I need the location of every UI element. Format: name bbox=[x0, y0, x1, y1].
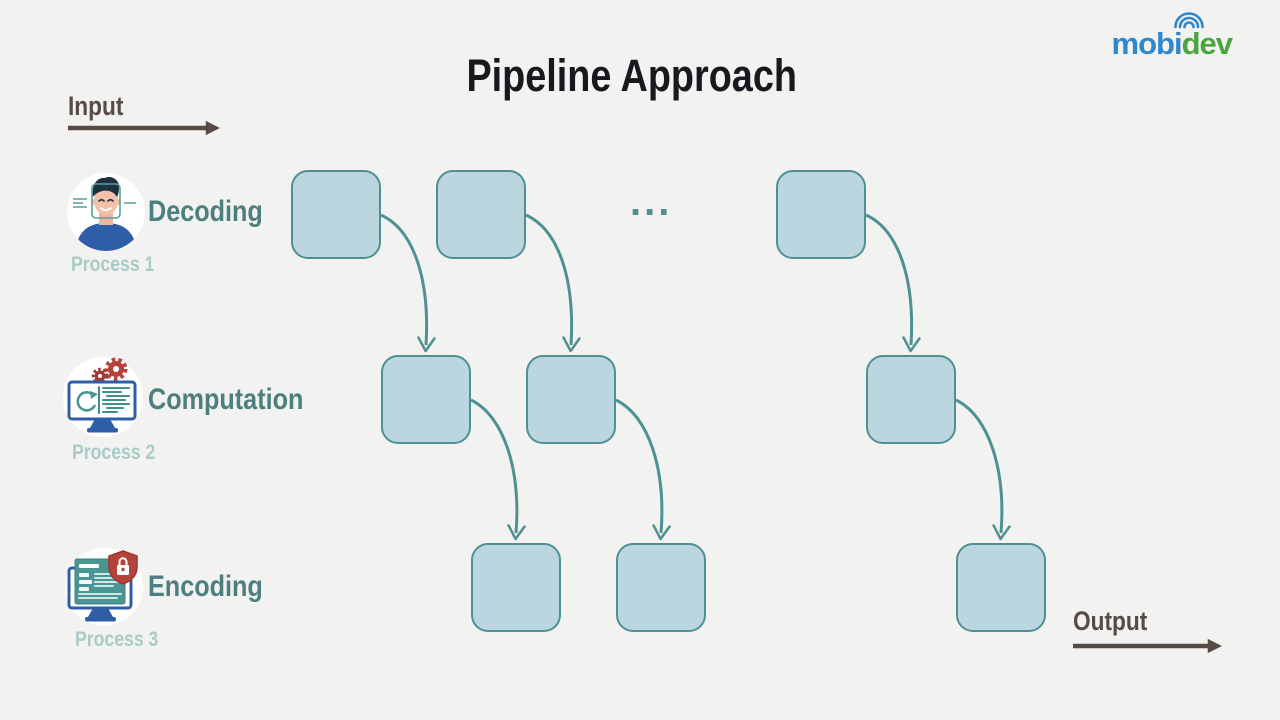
page-title-text: Pipeline Approach bbox=[466, 50, 798, 101]
flow-arrow-2 bbox=[525, 213, 581, 353]
process-3-label: Process 3 bbox=[75, 628, 174, 652]
flow-arrow-5 bbox=[615, 398, 671, 541]
computation-gears-icon bbox=[63, 357, 143, 437]
ellipsis: ... bbox=[630, 180, 673, 224]
refresh-arrows bbox=[76, 391, 98, 412]
pipeline-box-row3-col1 bbox=[471, 543, 561, 632]
row-label-computation: Computation bbox=[148, 383, 333, 417]
security-shield-lock bbox=[108, 550, 138, 585]
flow-arrow-6 bbox=[955, 398, 1011, 541]
pipeline-box-row1-col2 bbox=[436, 170, 526, 259]
row-label-computation-text: Computation bbox=[148, 383, 304, 416]
output-label: Output bbox=[1073, 606, 1161, 637]
scan-frame bbox=[73, 183, 136, 219]
process-2-text: Process 2 bbox=[72, 441, 156, 464]
face-scan-icon bbox=[67, 173, 145, 251]
mobidev-logo: mobidev bbox=[1111, 12, 1233, 62]
pipeline-box-row2-col3 bbox=[866, 355, 956, 444]
flow-arrow-1 bbox=[380, 213, 436, 353]
shirt bbox=[75, 223, 137, 251]
flow-arrow-4 bbox=[470, 398, 526, 541]
pipeline-box-row3-col2 bbox=[616, 543, 706, 632]
monitor-stand bbox=[88, 608, 113, 617]
flow-arrow-3 bbox=[865, 213, 921, 353]
output-label-text: Output bbox=[1073, 606, 1148, 636]
logo-text-blue: mobi bbox=[1111, 26, 1183, 61]
row-label-encoding-text: Encoding bbox=[148, 570, 263, 603]
row-label-encoding: Encoding bbox=[148, 570, 285, 604]
process-2-label: Process 2 bbox=[72, 441, 171, 465]
wifi-arcs-icon bbox=[1173, 12, 1204, 29]
process-3-text: Process 3 bbox=[75, 628, 159, 651]
secure-encoding-icon bbox=[65, 548, 143, 626]
hair bbox=[92, 177, 120, 197]
code-lines bbox=[98, 386, 130, 414]
input-label-text: Input bbox=[68, 91, 124, 121]
input-label: Input bbox=[68, 91, 134, 122]
face bbox=[94, 187, 118, 215]
monitor-stand bbox=[90, 419, 115, 428]
row-label-decoding: Decoding bbox=[148, 195, 285, 229]
pipeline-box-row1-col3 bbox=[776, 170, 866, 259]
pipeline-box-row1-col1 bbox=[291, 170, 381, 259]
pipeline-box-row3-col3 bbox=[956, 543, 1046, 632]
process-1-text: Process 1 bbox=[71, 253, 155, 276]
logo-text-green: dev bbox=[1181, 26, 1233, 61]
page-title: Pipeline Approach bbox=[0, 50, 1280, 102]
row-label-decoding-text: Decoding bbox=[148, 195, 263, 228]
pipeline-box-row2-col1 bbox=[381, 355, 471, 444]
process-1-label: Process 1 bbox=[71, 253, 170, 277]
pipeline-box-row2-col2 bbox=[526, 355, 616, 444]
